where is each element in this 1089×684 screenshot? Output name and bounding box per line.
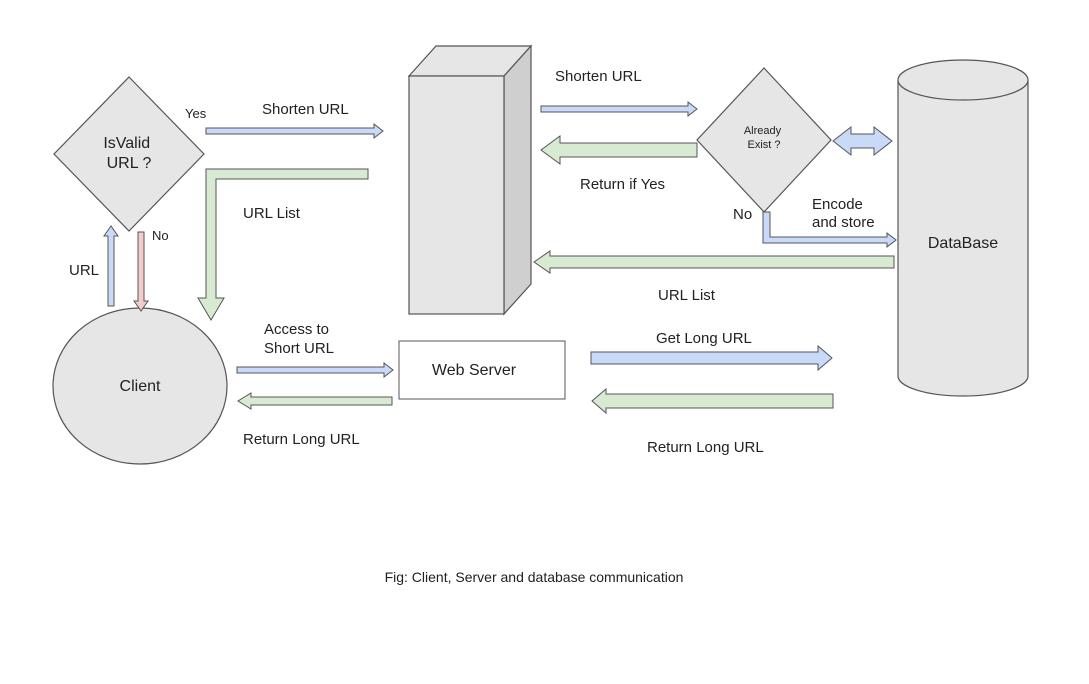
label-no-right: No [733,206,752,223]
is-valid-label: IsValid URL ? [103,135,154,172]
arrow-return-long-url-client [237,392,393,410]
web-server-label: Web Server [432,362,517,379]
arrow-get-long-url [590,344,833,372]
label-url-list-2: URL List [658,287,716,304]
database-body [897,80,1029,397]
is-valid-diamond [53,76,205,232]
client-node: Client [52,307,228,465]
arrow-shorten-url-left [205,122,384,140]
arrow-return-if-yes [540,135,698,165]
label-shorten-url-2: Shorten URL [555,68,642,85]
arrow-shorten-url-right [540,100,698,118]
database-top [897,59,1029,101]
label-return-long-url-2: Return Long URL [647,439,764,456]
arrow-no-down [133,231,149,312]
arrow-url-list-db [533,250,895,274]
label-access-short-url: Access to Short URL [264,321,334,357]
label-encode-store: Encode and store [812,196,875,231]
label-url-list-1: URL List [243,205,301,222]
client-label: Client [120,378,161,395]
already-exist-node: Already Exist ? [696,67,832,213]
central-server-block [407,44,533,316]
label-shorten-url-1: Shorten URL [262,101,349,118]
arrow-url-list-client [197,168,369,321]
label-get-long-url: Get Long URL [656,330,752,347]
web-server-node: Web Server [398,340,566,400]
web-server-box [398,340,566,400]
database-node: DataBase [897,59,1029,397]
figure-caption: Fig: Client, Server and database communi… [385,569,684,585]
label-return-if-yes: Return if Yes [580,176,665,193]
arrow-return-long-url-server [591,387,834,415]
label-url: URL [69,262,99,279]
arrow-db-bidirectional [832,125,893,157]
server-block-side [503,44,532,316]
arrow-encode-store [762,211,897,249]
already-exist-label: Already Exist ? [744,125,784,151]
is-valid-node: IsValid URL ? [53,76,205,232]
label-yes: Yes [185,106,207,121]
database-label: DataBase [928,235,998,252]
arrow-access-short-url [236,361,394,379]
server-block-front [408,75,505,315]
label-return-long-url-1: Return Long URL [243,431,360,448]
arrow-url-up [103,225,119,307]
label-no-left: No [152,228,169,243]
